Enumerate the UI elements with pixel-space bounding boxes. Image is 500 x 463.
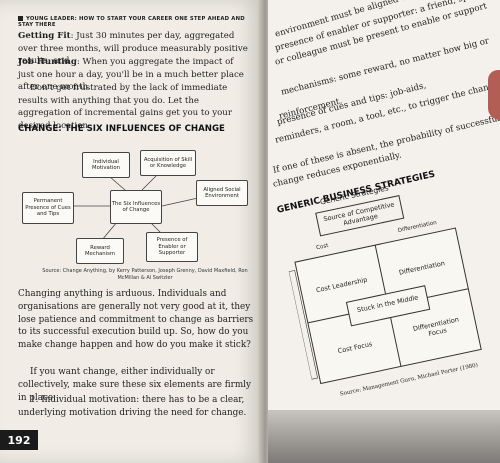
node-presence-enabler: Presence of Enabler or Supporter (146, 232, 198, 262)
job-hunting-text: : When you aggregate the impact of just … (18, 57, 244, 93)
paragraph-job-hunting: Job Hunting: When you aggregate the impa… (18, 56, 250, 94)
node-individual-motivation: Individual Motivation (82, 152, 130, 178)
node-aligned-social: Aligned Social Environment (196, 180, 248, 206)
right-line-8: If one of these is absent, the probabili… (272, 113, 500, 176)
body-paragraph-2: If you want change, either individually … (18, 367, 251, 403)
diagram-source: Source: Change Anything, by Kerry Patter… (42, 268, 248, 281)
finger (488, 70, 500, 120)
getting-fit-label: Getting Fit (18, 31, 71, 41)
getting-fit-text: : Just 30 minutes per day, aggregated ov… (18, 31, 248, 67)
body-paragraph-3: 1. Individual motivation: there has to b… (18, 395, 247, 418)
node-acquisition-skill: Acquisition of Skill or Knowledge (140, 150, 196, 176)
header-text: YOUNG LEADER: HOW TO START YOUR CAREER O… (18, 16, 245, 28)
page-number: 192 (0, 430, 38, 450)
paragraph-getting-fit: Getting Fit: Just 30 minutes per day, ag… (18, 30, 250, 68)
generic-strategies-diagram: Generic Strategies Source of Competitive… (263, 158, 500, 434)
node-permanent-cues: Permanent Presence of Cues and Tips (22, 192, 74, 224)
header-square-icon (18, 16, 23, 21)
node-reward-mechanism: Reward Mechanism (76, 238, 124, 264)
section-heading-change: CHANGE: THE SIX INFLUENCES OF CHANGE (18, 124, 225, 134)
right-line-4: mechanisms: some reward, no matter how b… (280, 36, 491, 98)
node-six-influences-center: The Six Influences of Change (110, 190, 162, 224)
six-influences-diagram: Individual Motivation Acquisition of Ski… (22, 148, 248, 266)
running-header: YOUNG LEADER: HOW TO START YOUR CAREER O… (18, 16, 262, 28)
strategy-grid (288, 227, 482, 385)
paragraph-frustration: Don't get frustrated by the lack of imme… (18, 83, 232, 131)
job-hunting-label: Job Hunting (18, 57, 77, 67)
left-page: YOUNG LEADER: HOW TO START YOUR CAREER O… (0, 0, 262, 463)
page-edge-shadow (268, 410, 500, 463)
body-paragraph-1: Changing anything is arduous. Individual… (18, 289, 254, 351)
